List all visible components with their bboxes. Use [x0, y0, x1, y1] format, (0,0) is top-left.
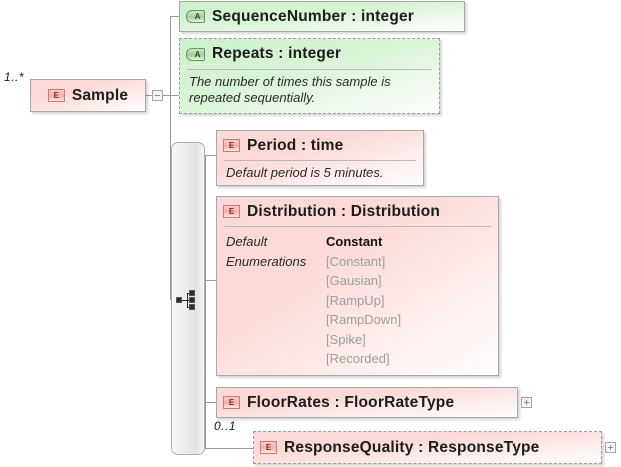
node-period-label: Period : time	[247, 136, 344, 154]
node-sample[interactable]: E Sample	[30, 79, 146, 112]
node-sequencenumber-label: SequenceNumber : integer	[212, 7, 415, 25]
node-distribution-header: E Distribution : Distribution	[217, 197, 498, 226]
node-responsequality[interactable]: E ResponseQuality : ResponseType	[253, 431, 602, 464]
facet-row-default: Default Constant	[226, 232, 490, 252]
element-icon: E	[223, 139, 240, 152]
cardinality-sample: 1..*	[4, 70, 25, 84]
node-floorrates[interactable]: E FloorRates : FloorRateType	[216, 387, 518, 418]
element-icon: E	[260, 441, 277, 454]
facet-key-default: Default	[226, 234, 268, 249]
connector-branch-repeats	[170, 95, 179, 96]
facet-value-enum: [Recorded]	[326, 351, 390, 366]
connector-sample-to-trunk	[163, 95, 171, 96]
attribute-icon: A	[186, 10, 205, 23]
node-repeats[interactable]: A Repeats : integer The number of times …	[179, 38, 440, 114]
node-period-header: E Period : time	[217, 131, 423, 160]
facet-value-enum: [RampUp]	[326, 292, 385, 308]
facet-value-enum: [Constant]	[326, 253, 386, 269]
connector-branch-floorrates	[205, 402, 216, 403]
node-sample-label: Sample	[71, 86, 129, 104]
node-distribution-divider	[224, 226, 491, 227]
expand-toggle-floorrates[interactable]	[521, 397, 532, 408]
node-repeats-label: Repeats : integer	[212, 45, 342, 62]
facet-key-enumerations: Enumerations	[226, 253, 307, 269]
connector-sample-stub	[146, 95, 152, 96]
node-responsequality-label: ResponseQuality : ResponseType	[284, 438, 540, 456]
attribute-icon: A	[186, 47, 205, 61]
expand-toggle-responsequality[interactable]	[605, 442, 616, 453]
sequence-icon	[177, 291, 201, 309]
element-icon: E	[223, 396, 240, 409]
node-period-annotation: Default period is 5 minutes.	[226, 165, 384, 180]
cardinality-responsequality: 0..1	[214, 419, 237, 433]
sequence-compositor[interactable]	[171, 142, 205, 455]
node-repeats-divider	[187, 69, 432, 70]
node-repeats-header: A Repeats : integer	[180, 39, 439, 69]
facet-value-enum: [Spike]	[326, 331, 366, 347]
node-distribution-label: Distribution : Distribution	[247, 202, 441, 220]
facet-value-enum: [Gausian]	[326, 273, 382, 288]
node-floorrates-label: FloorRates : FloorRateType	[247, 393, 455, 411]
node-responsequality-header: E ResponseQuality : ResponseType	[254, 432, 601, 463]
connector-branch-distribution	[205, 280, 216, 281]
facet-value-list-enumerations: [Constant] [Gausian] [RampUp] [RampDown]…	[326, 252, 401, 369]
node-period[interactable]: E Period : time Default period is 5 minu…	[216, 130, 424, 186]
node-floorrates-header: E FloorRates : FloorRateType	[217, 388, 517, 417]
connector-branch-responsequality	[205, 448, 253, 449]
element-icon: E	[223, 205, 240, 218]
node-sequencenumber-header: A SequenceNumber : integer	[180, 2, 464, 31]
node-distribution-facets: Default Constant Enumerations [Constant]…	[217, 227, 498, 376]
node-repeats-annotation: The number of times this sample is repea…	[189, 74, 391, 105]
collapse-toggle-sample[interactable]	[152, 90, 163, 101]
node-period-divider	[224, 160, 416, 161]
facet-value-enum: [RampDown]	[326, 312, 402, 327]
connector-branch-sequencenumber	[170, 16, 179, 17]
node-distribution[interactable]: E Distribution : Distribution Default Co…	[216, 196, 499, 376]
connector-branch-period	[205, 155, 216, 156]
element-icon: E	[47, 89, 65, 102]
connector-trunk-vertical	[170, 16, 171, 299]
facet-value-default: Constant	[326, 234, 383, 249]
node-sample-header: E Sample	[31, 80, 145, 111]
connector-compositor-trunk	[205, 155, 206, 448]
node-sequencenumber[interactable]: A SequenceNumber : integer	[179, 1, 465, 32]
facet-row-enumerations: Enumerations [Constant] [Gausian] [RampU…	[226, 252, 490, 369]
